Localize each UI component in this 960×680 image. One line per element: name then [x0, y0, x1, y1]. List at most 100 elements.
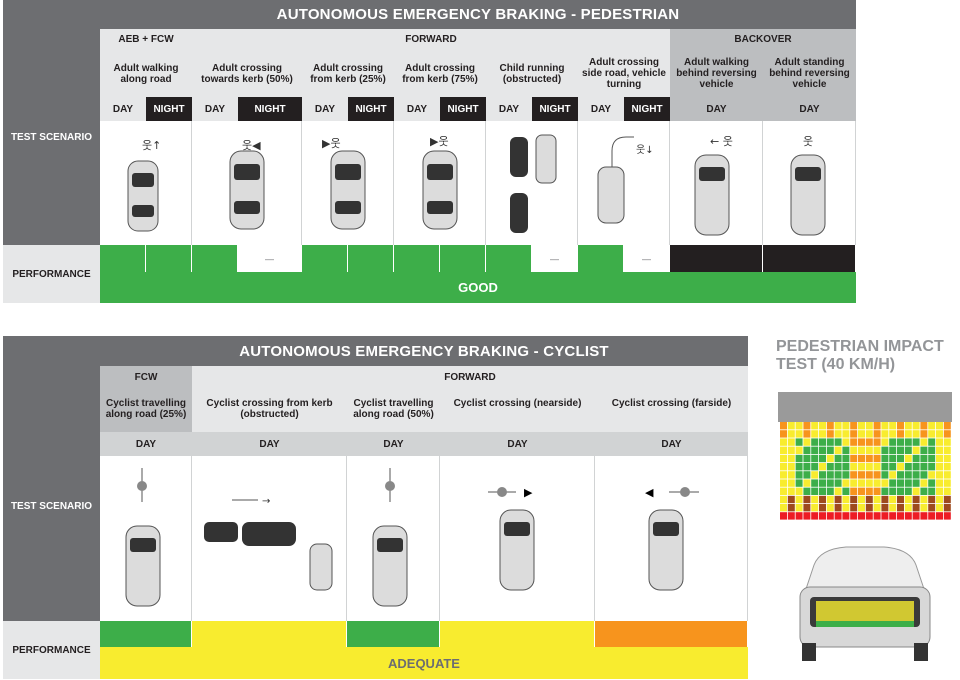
scenario-image-cell: ▶웃 [302, 121, 394, 245]
night-label: NIGHT [532, 97, 578, 121]
impact-grid-cell [803, 463, 811, 471]
result-good [100, 621, 192, 647]
scenario-image-cell: ▶ [440, 456, 595, 621]
impact-grid-cell [943, 422, 951, 430]
impact-grid-cell [780, 471, 787, 479]
impact-grid-cell [936, 495, 943, 504]
impact-grid-cell [858, 471, 865, 479]
result-not-applicable [670, 245, 763, 272]
impact-grid-cell [811, 504, 819, 512]
impact-grid-cell [904, 430, 912, 438]
impact-grid-cell [943, 454, 951, 463]
impact-grid-cell [780, 504, 787, 512]
impact-grid-cell [819, 512, 826, 520]
result-marginal [595, 621, 748, 647]
impact-grid-cell [920, 446, 928, 454]
impact-grid-cell [803, 495, 811, 504]
scenario-2: Adult crossing from kerb (25%) [302, 49, 394, 97]
result-not-tested: — [238, 245, 302, 272]
impact-grid-cell [826, 463, 834, 471]
car-top-view-icon: 웃↑ [127, 139, 161, 232]
impact-grid-cell [928, 454, 936, 463]
group-backover: BACKOVER [670, 29, 856, 49]
impact-grid-cell [920, 463, 928, 471]
impact-grid-cell [912, 479, 920, 487]
impact-grid-cell [889, 454, 897, 463]
impact-grid-cell [904, 479, 912, 487]
impact-grid-cell [819, 487, 826, 495]
impact-grid-cell [811, 438, 819, 446]
impact-grid-cell [912, 454, 920, 463]
impact-grid-cell [842, 479, 850, 487]
night-label: NIGHT [146, 97, 192, 121]
impact-grid-cell [873, 495, 881, 504]
impact-grid-cell [834, 422, 842, 430]
impact-grid-cell [811, 422, 819, 430]
impact-grid-cell [928, 471, 936, 479]
impact-grid-cell [881, 422, 889, 430]
impact-grid-cell [865, 463, 873, 471]
impact-grid-cell [803, 471, 811, 479]
turning-car-icon: 웃↓ [597, 136, 654, 224]
scenario-image-cell [347, 456, 440, 621]
impact-grid-cell [842, 487, 850, 495]
impact-grid-cell [826, 438, 834, 446]
impact-grid-cell [811, 512, 819, 520]
impact-grid-cell [936, 479, 943, 487]
impact-grid-cell [795, 438, 803, 446]
impact-grid-cell [889, 422, 897, 430]
impact-grid-cell [897, 422, 904, 430]
vehicle-front-photo [796, 545, 934, 663]
impact-grid-cell [819, 454, 826, 463]
impact-grid-cell [811, 463, 819, 471]
result-good [302, 245, 348, 272]
impact-grid-cell [928, 446, 936, 454]
impact-grid-cell [889, 446, 897, 454]
impact-grid-cell [873, 446, 881, 454]
impact-grid-cell [803, 504, 811, 512]
impact-grid-cell [928, 504, 936, 512]
impact-grid-cell [780, 479, 787, 487]
result-adequate [440, 621, 595, 647]
impact-grid-cell [795, 487, 803, 495]
impact-grid-cell [865, 495, 873, 504]
cyclist-scenario-2: Cyclist travelling along road (50%) [347, 388, 440, 432]
impact-grid-cell [803, 422, 811, 430]
impact-grid-cell [936, 454, 943, 463]
impact-grid-cell [865, 479, 873, 487]
svg-text:웃↓: 웃↓ [636, 144, 654, 156]
impact-grid-cell [865, 454, 873, 463]
impact-grid-cell [826, 446, 834, 454]
impact-grid-cell [920, 438, 928, 446]
impact-grid-cell [904, 487, 912, 495]
day-label: DAY [670, 97, 763, 121]
impact-grid-cell [881, 446, 889, 454]
pedestrian-side-label: TEST SCENARIO [3, 0, 100, 245]
impact-grid-cell [920, 487, 928, 495]
impact-grid-cell [850, 471, 858, 479]
impact-grid-cell [920, 471, 928, 479]
impact-grid-cell [881, 471, 889, 479]
parked-cars-icon [510, 134, 557, 233]
scenario-3: Adult crossing from kerb (75%) [394, 49, 486, 97]
result-good [440, 245, 486, 272]
impact-grid-cell [826, 487, 834, 495]
impact-grid-cell [819, 471, 826, 479]
impact-grid-cell [928, 487, 936, 495]
windscreen-area [778, 392, 952, 422]
impact-grid-cell [826, 512, 834, 520]
impact-grid-cell [904, 504, 912, 512]
impact-grid-cell [936, 422, 943, 430]
impact-grid-cell [943, 487, 951, 495]
impact-grid-cell [850, 495, 858, 504]
day-label: DAY [192, 432, 347, 456]
day-label: DAY [302, 97, 348, 121]
svg-text:웃↑: 웃↑ [142, 139, 161, 152]
impact-grid-cell [897, 504, 904, 512]
impact-grid-cell [795, 454, 803, 463]
impact-grid-cell [873, 479, 881, 487]
impact-grid-cell [780, 463, 787, 471]
impact-grid-cell [811, 479, 819, 487]
svg-text:← 웃: ← 웃 [710, 135, 733, 148]
cyclist-car-icon [372, 468, 408, 607]
